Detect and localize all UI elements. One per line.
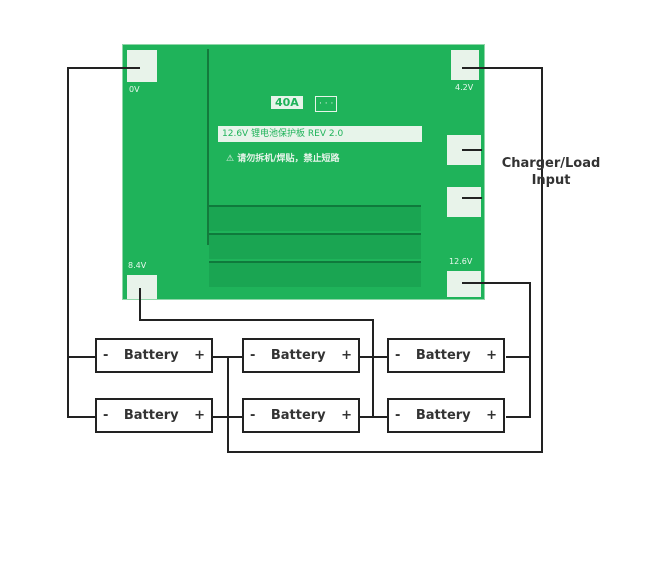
battery-label: Battery bbox=[270, 348, 326, 363]
wire-charger bbox=[462, 149, 482, 199]
bms-board: 0V 4.2V 8.4V 12.6V 40A · · · 12.6V 锂电池保护… bbox=[122, 44, 485, 300]
battery-r2-c2: -Battery + bbox=[242, 398, 360, 433]
pad-b-minus bbox=[127, 50, 157, 82]
battery-r2-c1: -Battery + bbox=[95, 398, 213, 433]
battery-r1-c2: -Battery + bbox=[242, 338, 360, 373]
charger-load-label: Charger/Load Input bbox=[486, 155, 616, 189]
battery-label: Battery bbox=[123, 348, 179, 363]
plus-terminal: + bbox=[486, 408, 497, 423]
pad-label-8v4: 8.4V bbox=[128, 261, 147, 270]
pad-label-12v6: 12.6V bbox=[449, 257, 473, 266]
battery-r1-c3: -Battery + bbox=[387, 338, 505, 373]
board-warning: ⚠ 请勿拆机/焊贴，禁止短路 bbox=[226, 154, 340, 164]
wire-8v4 bbox=[139, 288, 387, 418]
mosfet-strip bbox=[209, 233, 421, 259]
minus-terminal: - bbox=[103, 348, 109, 363]
wire-b-minus bbox=[67, 67, 140, 418]
plus-terminal: + bbox=[341, 408, 352, 423]
charger-label-line1: Charger/Load bbox=[501, 156, 601, 171]
minus-terminal: - bbox=[103, 408, 109, 423]
battery-r2-c3: -Battery + bbox=[387, 398, 505, 433]
brand-box: · · · bbox=[315, 96, 338, 112]
charger-label-line2: Input bbox=[531, 173, 571, 188]
mosfet-strip bbox=[209, 261, 421, 287]
pad-label-0v: 0V bbox=[129, 85, 140, 94]
minus-terminal: - bbox=[250, 408, 256, 423]
battery-label: Battery bbox=[415, 348, 471, 363]
board-region bbox=[207, 49, 423, 245]
current-rating: 40A bbox=[271, 96, 303, 109]
wire-4v2 bbox=[213, 67, 543, 453]
plus-terminal: + bbox=[341, 348, 352, 363]
battery-label: Battery bbox=[123, 408, 179, 423]
minus-terminal: - bbox=[250, 348, 256, 363]
wire-12v6 bbox=[462, 282, 531, 418]
battery-r1-c1: -Battery + bbox=[95, 338, 213, 373]
pad-8v4 bbox=[127, 275, 157, 299]
battery-label: Battery bbox=[270, 408, 326, 423]
battery-label: Battery bbox=[415, 408, 471, 423]
pad-4v2 bbox=[451, 50, 479, 80]
mosfet-strip bbox=[209, 205, 421, 231]
pad-p-minus bbox=[447, 187, 481, 217]
plus-terminal: + bbox=[194, 348, 205, 363]
plus-terminal: + bbox=[486, 348, 497, 363]
minus-terminal: - bbox=[395, 348, 401, 363]
pad-label-4v2: 4.2V bbox=[455, 83, 474, 92]
board-title: 12.6V 锂电池保护板 REV 2.0 bbox=[218, 126, 422, 142]
minus-terminal: - bbox=[395, 408, 401, 423]
plus-terminal: + bbox=[194, 408, 205, 423]
